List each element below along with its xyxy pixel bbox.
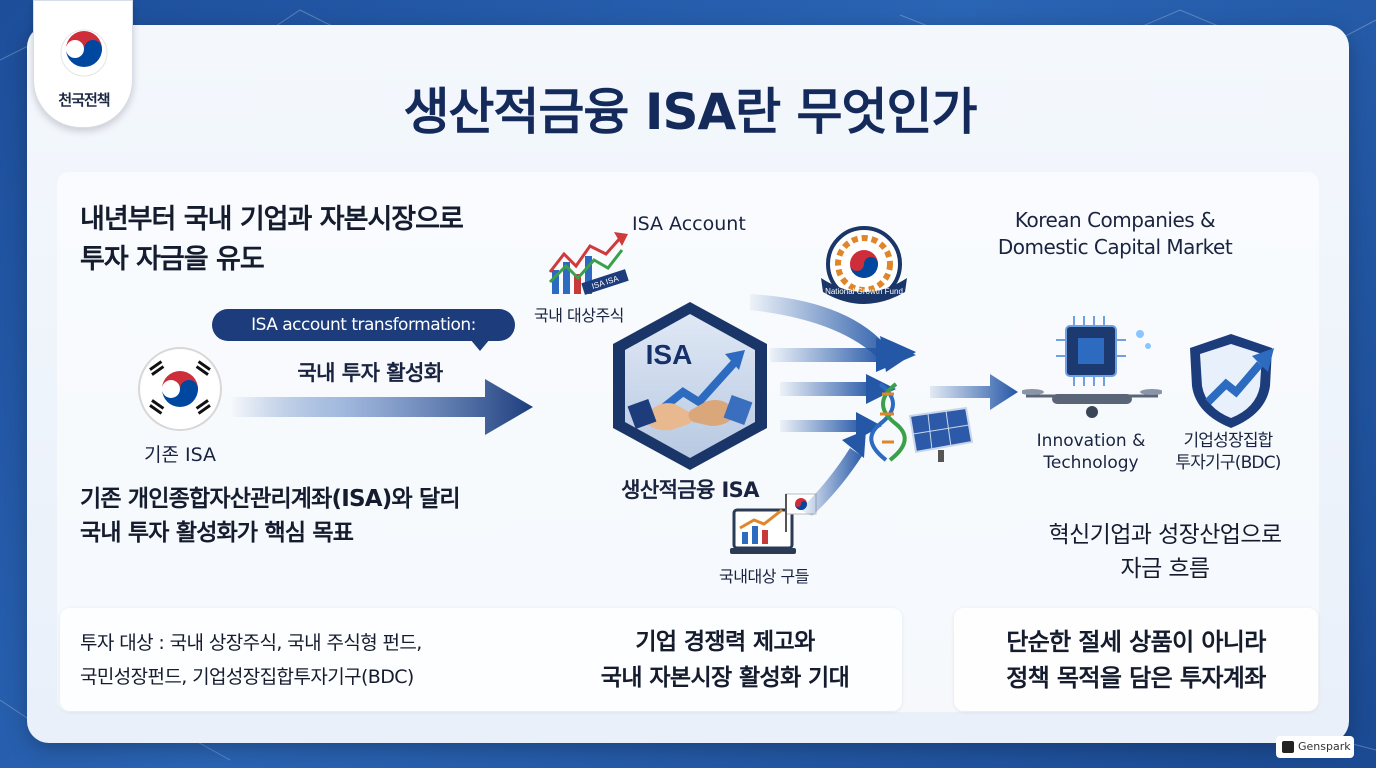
bdc-shield-icon — [1190, 334, 1274, 428]
korean-companies-label: Korean Companies & Domestic Capital Mark… — [997, 208, 1233, 259]
investment-targets: 투자 대상 : 국내 상장주식, 국내 주식형 펀드, 국민성장펀드, 기업성장… — [80, 632, 422, 688]
right-arrow-icon — [930, 374, 1018, 410]
domestic-funds-label: 국내대상 구들 — [719, 567, 809, 586]
old-isa-label: 기존 ISA — [143, 444, 216, 466]
fund-flow-text: 혁신기업과 성장산업으로 자금 흐름 — [1048, 522, 1282, 582]
korean-flag-icon — [138, 347, 222, 431]
flow-arrow-icon — [230, 379, 533, 435]
isa-account-label: ISA Account — [632, 213, 746, 235]
bdc-label: 기업성장집합 투자기구(BDC) — [1175, 431, 1281, 473]
government-emblem: 천국전책 — [33, 0, 133, 128]
difference-text: 기존 개인종합자산관리계좌(ISA)와 달리 국내 투자 활성화가 핵심 목표 — [80, 486, 461, 546]
domestic-stocks-label: 국내 대상주식 — [534, 306, 624, 325]
transformation-pill: ISA account transformation: — [212, 309, 515, 341]
policy-box — [954, 608, 1318, 711]
pill-tail — [470, 339, 490, 351]
activate-label: 국내 투자 활성화 — [297, 361, 443, 385]
product-label: 생산적금융 ISA — [621, 478, 759, 502]
chip-drone-icon — [1022, 316, 1162, 418]
emblem-label: 천국전책 — [58, 91, 110, 109]
dna-solar-icon — [869, 382, 974, 462]
genspark-logo-icon — [1282, 741, 1294, 753]
expectation-text: 기업 경쟁력 제고와 국내 자본시장 활성화 기대 — [600, 629, 850, 691]
growth-fund-seal-icon: National Growth Fund — [821, 226, 907, 304]
targets-box — [60, 608, 902, 711]
stock-chart-icon: ISA ISA — [548, 232, 629, 295]
converging-arrows-icon — [750, 294, 916, 516]
svg-text:ISA: ISA — [646, 339, 693, 370]
genspark-watermark: Genspark — [1276, 736, 1354, 758]
svg-text:National Growth Fund: National Growth Fund — [825, 287, 903, 296]
taegeuk-emblem-icon — [60, 29, 108, 77]
isa-badge-icon: ISA — [613, 302, 767, 470]
innovation-label: Innovation & Technology — [1036, 431, 1146, 473]
policy-text: 단순한 절세 상품이 아니라 정책 목적을 담은 투자계좌 — [1006, 628, 1266, 692]
intro-text: 내년부터 국내 기업과 자본시장으로 투자 자금을 유도 — [80, 204, 464, 275]
page-title: 생산적금융 ISA란 무엇인가 — [403, 83, 977, 141]
